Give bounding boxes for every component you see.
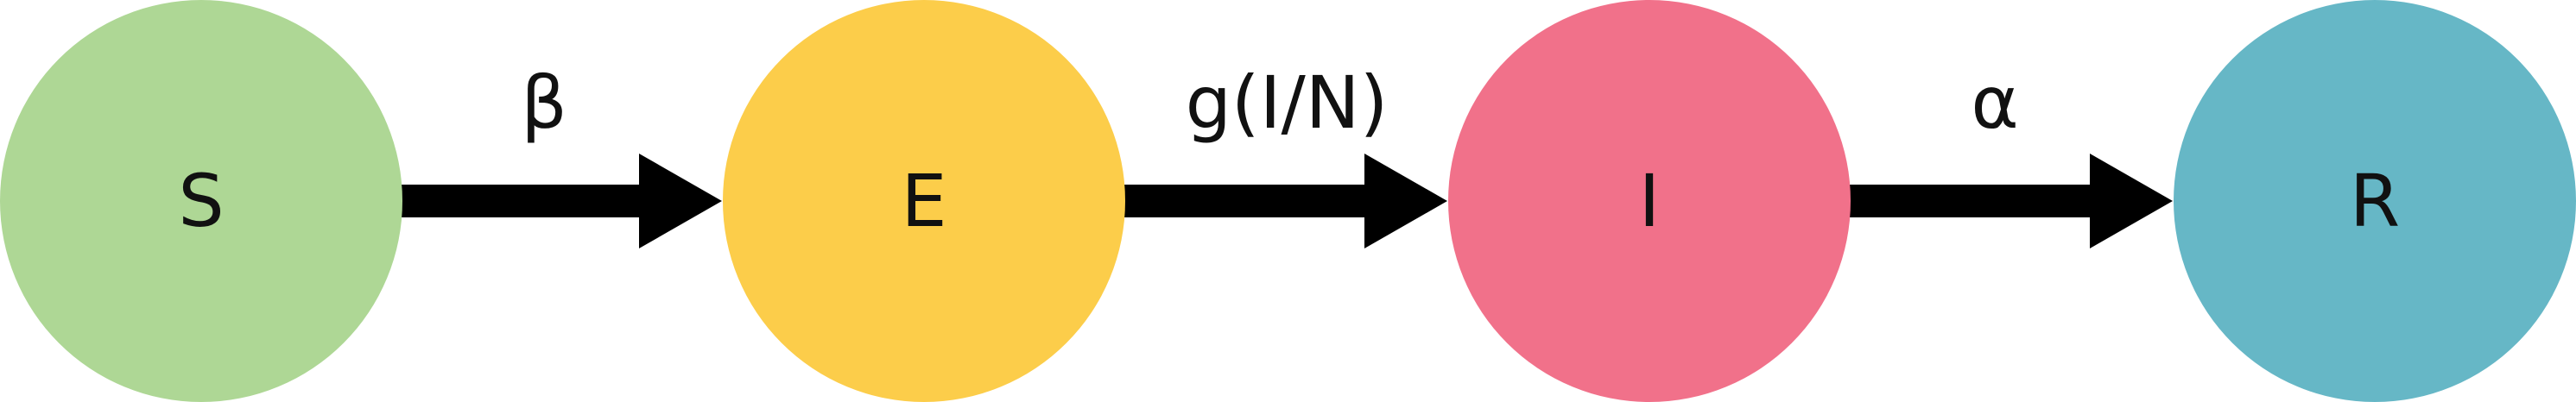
node-s-circle: [0, 0, 402, 402]
arrow-s-to-e: [399, 154, 722, 248]
node-s-label: S: [178, 159, 224, 243]
node-e-circle: [723, 0, 1125, 402]
edge-label-g-i-over-n: g(I/N): [1186, 60, 1389, 145]
arrow-i-to-r: [1850, 154, 2173, 248]
edge-label-beta: β: [521, 60, 567, 145]
node-i-label: I: [1639, 159, 1661, 243]
node-r: R: [2174, 0, 2576, 402]
arrow-e-to-i: [1124, 154, 1447, 248]
node-s: S: [0, 0, 402, 402]
node-i-circle: [1448, 0, 1851, 402]
node-r-label: R: [2350, 159, 2400, 243]
edge-label-alpha: α: [1971, 60, 2018, 145]
node-r-circle: [2174, 0, 2576, 402]
node-e-label: E: [901, 159, 946, 243]
node-e: E: [723, 0, 1125, 402]
node-i: I: [1448, 0, 1851, 402]
